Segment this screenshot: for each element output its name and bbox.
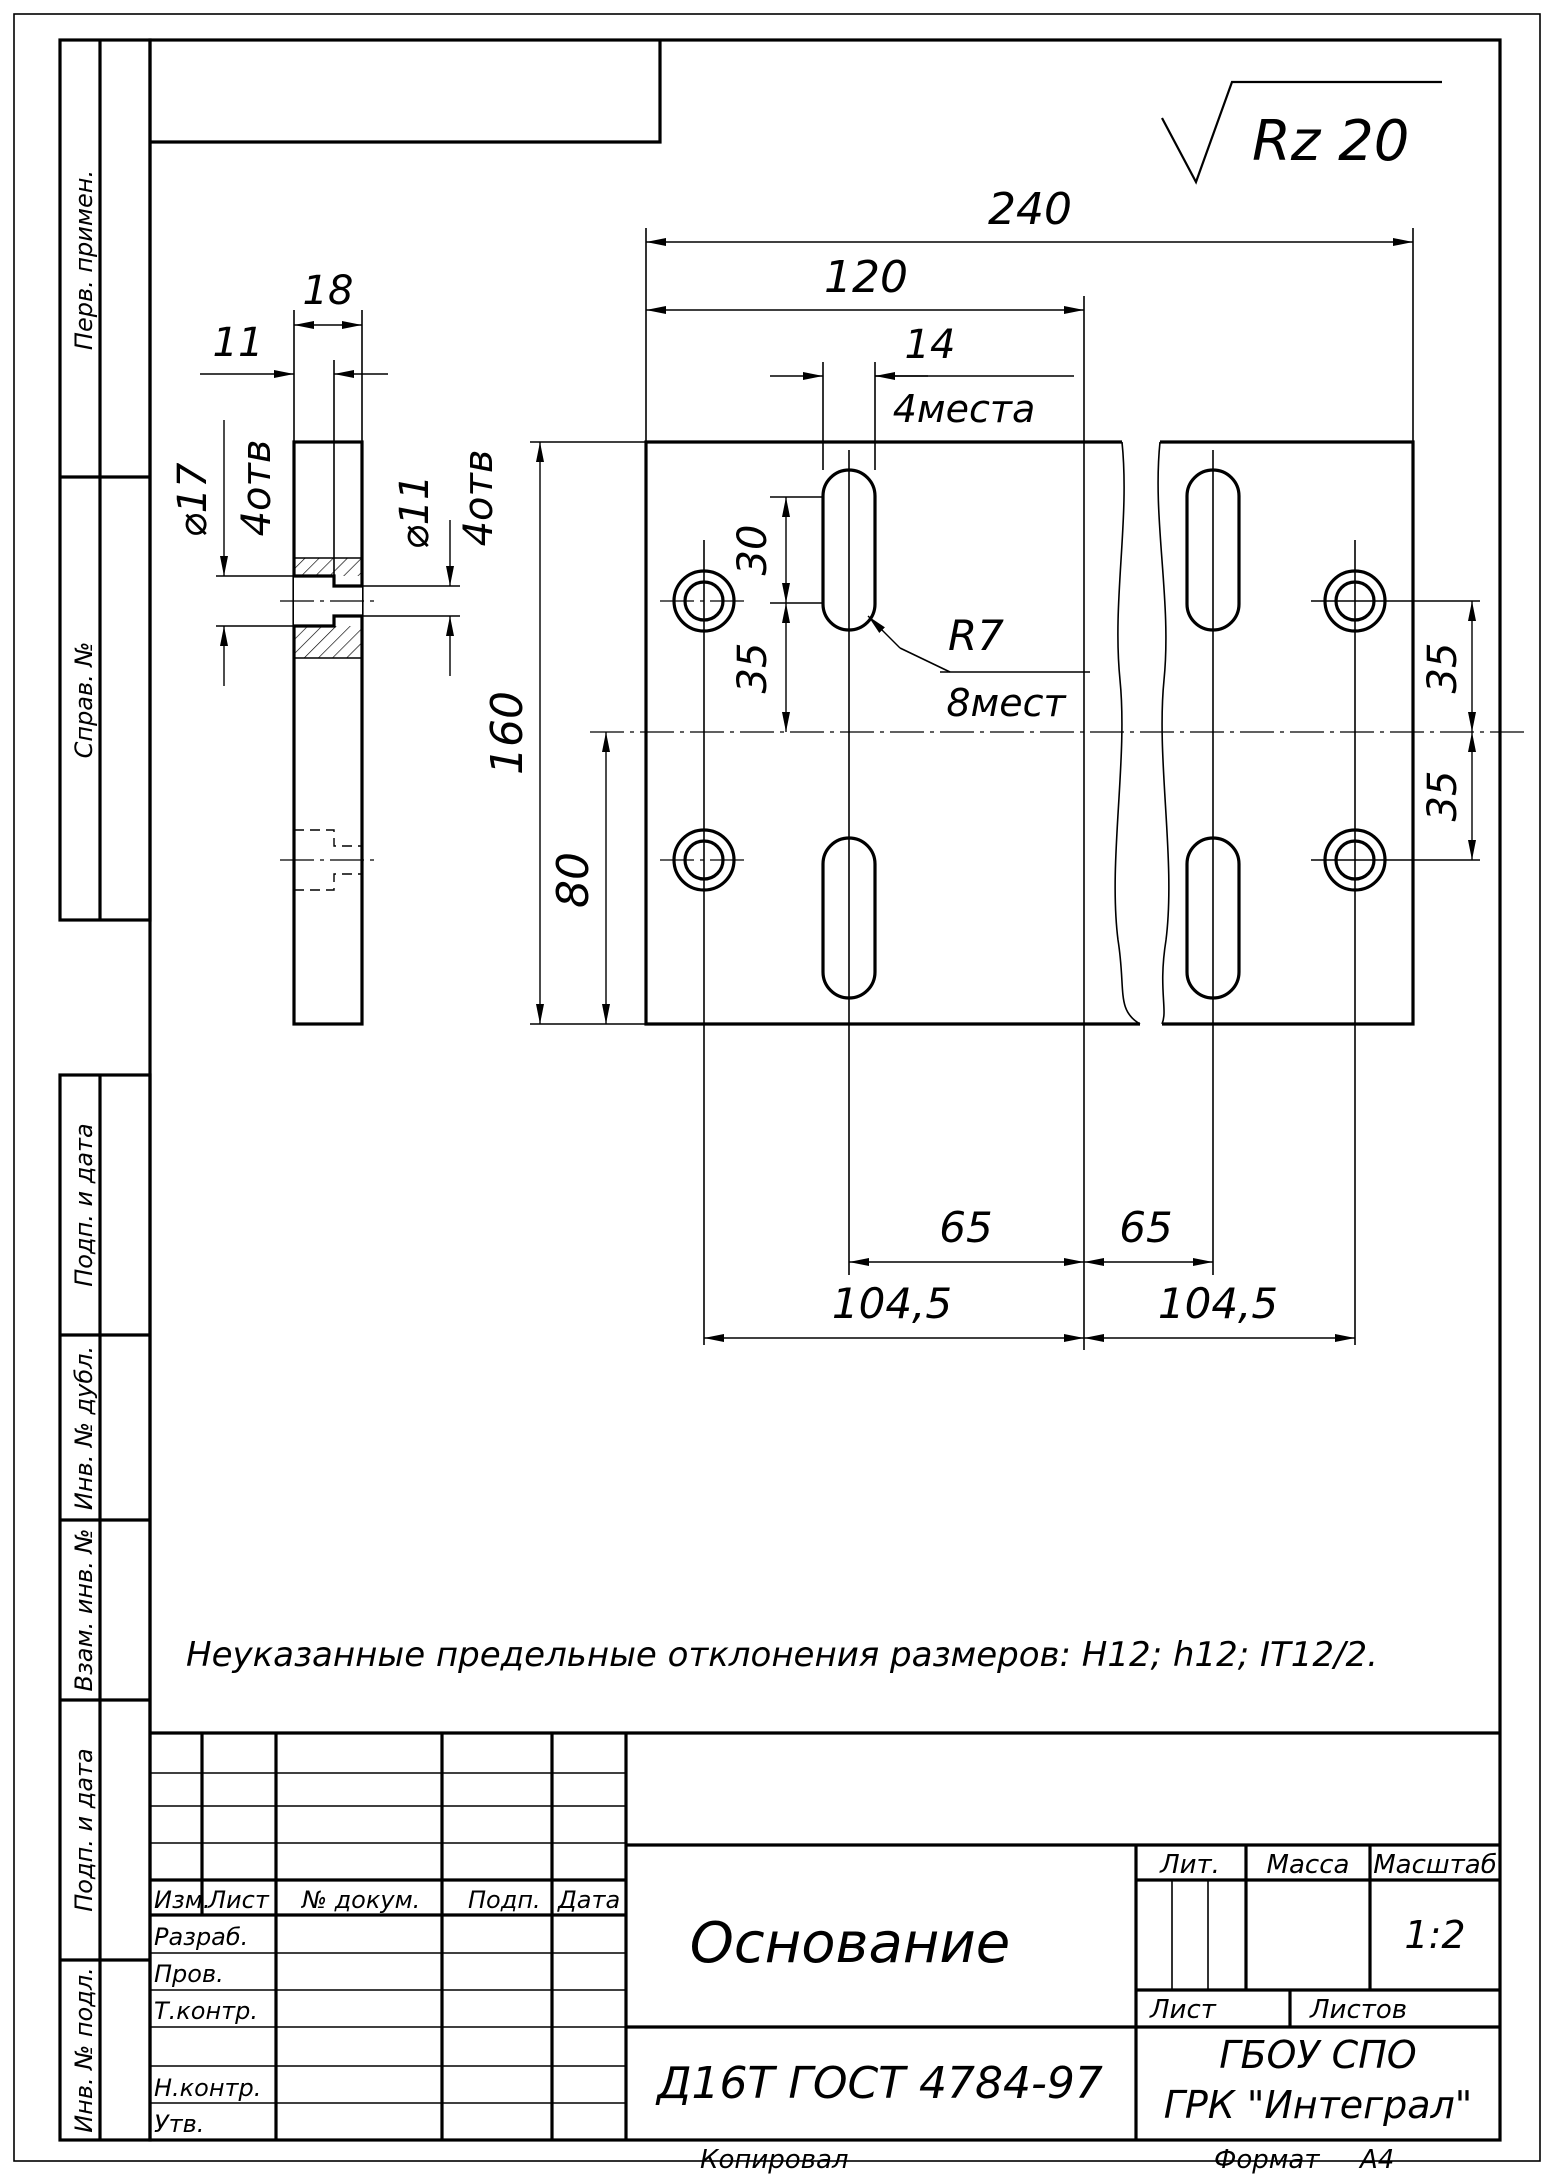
dim-104-5-right: 104,5 [1158, 1279, 1278, 1328]
dim-d17-count: 4отв [234, 440, 280, 537]
tb-lit: Лит. [1159, 1850, 1220, 1880]
format-label: Формат [1214, 2145, 1320, 2175]
dim-d11-count: 4отв [456, 450, 502, 547]
dim-r7: R7 [948, 611, 1004, 660]
dim-d11: ⌀11 [392, 475, 438, 550]
side-stamp-bottom: Подп. и дата Инв. № дубл. Взам. инв. № П… [58, 1073, 152, 2142]
tb-massa: Масса [1267, 1850, 1350, 1880]
tb-header-data: Дата [557, 1886, 620, 1914]
tb-part-name: Основание [690, 1911, 1011, 1976]
dim-8-places: 8мест [946, 681, 1067, 725]
dim-80: 80 [548, 852, 599, 908]
tb-role-nkontr: Н.контр. [154, 2074, 261, 2102]
dim-240: 240 [988, 184, 1072, 235]
tb-organization-line1: ГБОУ СПО [1219, 2033, 1416, 2077]
dim-18: 18 [303, 268, 354, 314]
kopiroval-label: Копировал [700, 2145, 849, 2175]
surface-finish-label: Rz 20 [1252, 109, 1409, 174]
dim-11: 11 [213, 320, 264, 366]
side-label-inv-podl: Инв. № подл. [70, 1967, 98, 2133]
tb-masshtab: Масштаб [1373, 1850, 1497, 1880]
tb-list-label: Лист [1149, 1995, 1217, 2025]
dim-35-left: 35 [730, 643, 776, 694]
tolerance-note: Неуказанные предельные отклонения размер… [186, 1635, 1378, 1675]
dim-104-5-left: 104,5 [832, 1279, 952, 1328]
tb-header-podp: Подп. [468, 1886, 541, 1914]
side-label-vzam-inv: Взам. инв. № [70, 1529, 98, 1692]
dim-30: 30 [730, 525, 776, 576]
tb-listov-label: Листов [1309, 1995, 1407, 2025]
front-view [590, 296, 1530, 1350]
surface-finish-symbol: Rz 20 [1161, 80, 1442, 185]
side-label-podp-data-2: Подп. и дата [70, 1748, 98, 1912]
dim-120: 120 [824, 252, 908, 303]
dim-35-right-bottom: 35 [1420, 771, 1466, 822]
side-label-perv-primen: Перв. примен. [70, 170, 98, 350]
tb-material: Д16Т ГОСТ 4784-97 [655, 2058, 1103, 2109]
tb-role-prov: Пров. [154, 1960, 224, 1988]
dim-160: 160 [482, 691, 533, 775]
side-label-inv-dubl: Инв. № дубл. [70, 1346, 98, 1510]
tb-role-utv: Утв. [154, 2110, 204, 2138]
section-hatch-upper [294, 558, 362, 576]
section-hatch-lower [294, 626, 362, 658]
side-stamp-top: Перв. примен. Справ. № [58, 38, 152, 922]
dim-35-right-top: 35 [1420, 643, 1466, 694]
tb-header-doc-no: № докум. [300, 1886, 420, 1914]
tb-header-list: Лист [207, 1886, 270, 1914]
tb-role-tkontr: Т.контр. [154, 1997, 258, 2025]
title-block: Изм. Лист № докум. Подп. Дата Разраб. Пр… [150, 1731, 1500, 2140]
dim-d17: ⌀17 [170, 462, 216, 538]
dim-14: 14 [905, 322, 956, 368]
tb-organization-line2: ГРК "Интеграл" [1164, 2083, 1473, 2127]
side-label-sprav-no: Справ. № [70, 642, 98, 759]
tb-scale-value: 1:2 [1404, 1913, 1465, 1957]
format-value: А4 [1358, 2145, 1394, 2175]
tb-header-izm: Изм. [154, 1886, 210, 1914]
dim-4-places: 4места [893, 387, 1036, 431]
dim-65-left: 65 [939, 1203, 992, 1252]
side-label-podp-data-1: Подп. и дата [70, 1123, 98, 1287]
dimensions: 240 120 14 4места 18 11 ⌀17 4отв [170, 184, 1476, 1342]
side-view [280, 440, 376, 1026]
dim-65-right: 65 [1119, 1203, 1172, 1252]
tb-role-razrab: Разраб. [154, 1923, 248, 1951]
